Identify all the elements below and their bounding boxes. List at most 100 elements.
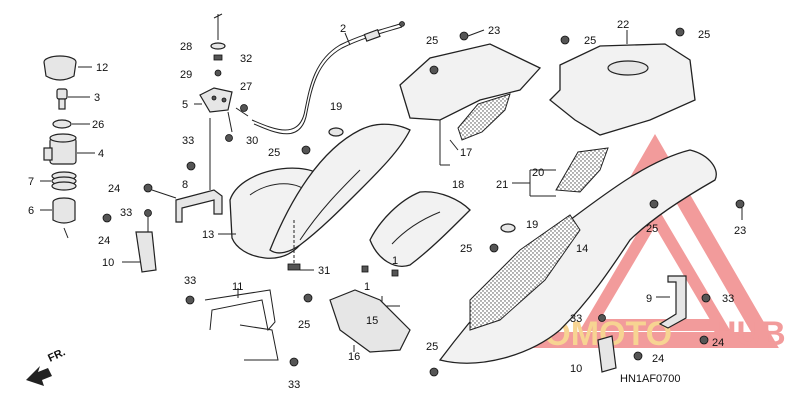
callout-24-stay-8: 24: [108, 183, 120, 195]
part-25-bolt-16: [303, 293, 313, 303]
callout-14: 14: [576, 243, 588, 255]
part-16-under-cover: [329, 289, 411, 353]
callout-19-rear: 19: [526, 219, 538, 231]
part-24-bolt-left-2: [102, 213, 112, 223]
callout-1-a: 1: [364, 281, 370, 293]
callout-28: 28: [180, 41, 192, 53]
callout-32: 32: [240, 53, 252, 65]
callout-23-top: 23: [488, 25, 500, 37]
part-25-bolt-rear-b: [649, 199, 659, 209]
callout-17: 17: [460, 147, 472, 159]
callout-24-right-2: 24: [652, 353, 664, 365]
part-23-bolt-rear: [735, 199, 745, 209]
callout-5: 5: [182, 99, 188, 111]
callout-25-cover-18: 25: [426, 35, 438, 47]
callout-9: 9: [646, 293, 652, 305]
part-25-bolt-front: [301, 145, 311, 155]
part-4-housing: [43, 133, 77, 165]
callout-25-front: 25: [268, 147, 280, 159]
part-center-cover: [369, 191, 471, 267]
part-33-bolt-11a: [185, 295, 195, 305]
part-25-bolt-rear-a: [489, 243, 499, 253]
callout-33-right: 33: [722, 293, 734, 305]
part-14-rear-fender: [438, 149, 717, 364]
callout-24-right: 24: [712, 337, 724, 349]
part-22-tank-cover: [549, 43, 696, 136]
part-10-bracket-left: [135, 231, 157, 273]
callout-labels: 12 3 26 4 7 6 28 32 29 5 27 30 2 33 8 24…: [28, 19, 746, 391]
part-11-bracket: [204, 289, 279, 361]
part-25-bolt-tank-a: [560, 35, 570, 45]
callout-6: 6: [28, 205, 34, 217]
part-12-cap: [43, 55, 77, 81]
callout-12: 12: [96, 62, 108, 74]
callout-10-left: 10: [102, 257, 114, 269]
part-8-stay: [175, 189, 223, 223]
part-33-bolt-left: [186, 161, 196, 171]
part-24-bolt-right-2: [633, 351, 643, 361]
part-17-pad: [457, 93, 511, 141]
callout-7: 7: [28, 176, 34, 188]
part-29-screw: [214, 69, 222, 77]
callout-13: 13: [202, 229, 214, 241]
part-28-washer: [210, 42, 226, 50]
part-32-nut: [213, 54, 223, 61]
callout-25-tank-b: 25: [698, 29, 710, 41]
direction-arrow: FR.: [26, 346, 67, 386]
callout-18: 18: [452, 179, 464, 191]
callout-4: 4: [98, 148, 104, 160]
part-25-bolt-top: [429, 65, 439, 75]
callout-31: 31: [318, 265, 330, 277]
callout-27: 27: [240, 81, 252, 93]
callout-1-b: 1: [392, 255, 398, 267]
callout-33-bracket-5: 33: [182, 135, 194, 147]
part-19-grommet-front: [328, 127, 344, 137]
callout-25-tank-a: 25: [584, 35, 596, 47]
part-18-side-cover: [399, 43, 542, 121]
callout-11: 11: [232, 281, 243, 293]
callout-10-right: 10: [570, 363, 582, 375]
part-24-bolt-right: [699, 335, 709, 345]
part-10-bracket-right: [597, 335, 617, 373]
part-main-fender-front: [269, 123, 411, 254]
part-23-bolt-top: [459, 29, 485, 41]
callout-33-right-2: 33: [570, 313, 582, 325]
part-5-bracket: [199, 87, 233, 113]
callout-16: 16: [348, 351, 360, 363]
callout-30: 30: [246, 135, 258, 147]
part-25-bolt-tank-b: [675, 27, 685, 37]
callout-25-rear: 25: [460, 243, 472, 255]
part-1-clip-b: [391, 269, 399, 277]
part-31-bolt: [287, 220, 301, 271]
part-33-bolt-left-2: [144, 209, 152, 232]
part-20-pad: [555, 147, 609, 193]
part-3-knob: [56, 88, 68, 110]
part-7-spring: [51, 171, 77, 191]
part-2-throttle-cable: [251, 21, 405, 135]
watermark-triangle-inner: [579, 203, 731, 331]
part-27-screw: [235, 104, 249, 117]
part-33-bolt-right-2: [598, 314, 606, 322]
callout-22: 22: [617, 19, 629, 31]
part-30-bolt: [225, 134, 233, 142]
callout-33-bracket-11-lower: 33: [288, 379, 300, 391]
callout-29: 29: [180, 69, 192, 81]
callout-2: 2: [340, 23, 346, 35]
part-26-washer: [52, 119, 72, 129]
part-33-bolt-right: [701, 293, 711, 303]
part-33-bolt-11b: [289, 357, 299, 367]
callout-25-bottom: 25: [426, 341, 438, 353]
callout-15: 15: [366, 315, 378, 327]
part-1-clip-a: [361, 265, 369, 273]
callout-20: 20: [532, 167, 544, 179]
part-6-collar: [52, 197, 76, 224]
direction-label: FR.: [46, 346, 67, 364]
part-24-bolt-left: [143, 183, 177, 199]
part-9-stay: [658, 275, 687, 329]
part-25-bolt-bottom: [429, 367, 439, 377]
callout-24-bracket-10: 24: [98, 235, 110, 247]
diagram-code: HN1AF0700: [620, 373, 681, 385]
watermark-word-right: HUB: [712, 315, 786, 353]
